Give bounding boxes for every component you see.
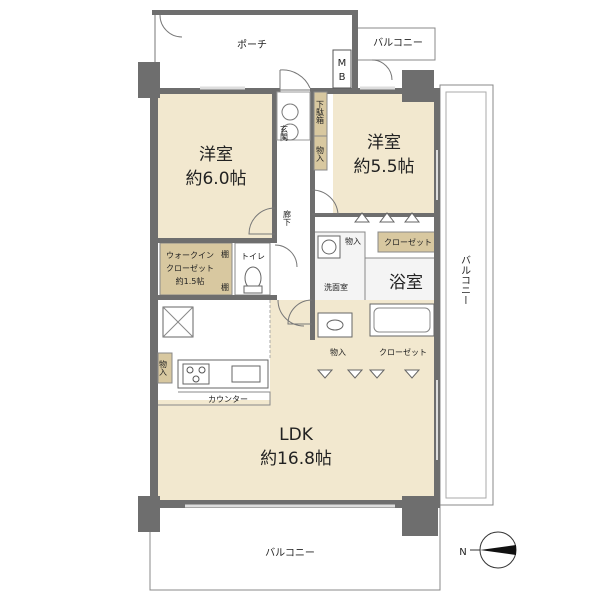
compass-label: N bbox=[459, 547, 466, 558]
label-closet1: クローゼット bbox=[384, 237, 432, 247]
label-mb-b: B bbox=[339, 72, 346, 83]
wall-porch-right bbox=[352, 10, 358, 90]
label-washroom: 洗面室 bbox=[324, 282, 348, 292]
label-western1-name: 洋室 bbox=[199, 145, 233, 165]
label-storage-small: 物入 bbox=[345, 236, 361, 246]
label-balcony-right: バルコニー bbox=[459, 255, 471, 305]
compass bbox=[470, 531, 517, 569]
western1-door bbox=[248, 207, 276, 235]
label-entrance: 玄関 bbox=[280, 124, 289, 142]
label-hallway: 廊下 bbox=[283, 209, 292, 227]
label-walkin-3: 約1.5帖 bbox=[176, 276, 205, 286]
balcony-right-area bbox=[439, 84, 494, 506]
label-balcony-bottom: バルコニー bbox=[265, 547, 315, 559]
label-bathroom: 浴室 bbox=[389, 273, 423, 293]
wall-hall-left bbox=[272, 92, 277, 240]
closet-doors-ldk bbox=[316, 369, 421, 379]
stove bbox=[182, 363, 210, 385]
washroom-door bbox=[287, 299, 313, 325]
porch-door bbox=[159, 14, 183, 38]
pillar-tl bbox=[138, 62, 160, 98]
wall-left bbox=[150, 88, 158, 508]
label-storage-entry: 物入 bbox=[316, 145, 325, 162]
entrance-shoes bbox=[281, 103, 299, 141]
wall-toilet-bottom bbox=[155, 295, 277, 300]
washing-machine bbox=[317, 235, 341, 259]
storage-entry-box bbox=[313, 135, 328, 171]
ldk-right-floor bbox=[300, 340, 440, 505]
label-balcony-top: バルコニー bbox=[373, 37, 423, 49]
label-ldk-name: LDK bbox=[279, 425, 314, 445]
sink bbox=[231, 365, 261, 383]
label-western2-name: 洋室 bbox=[367, 133, 401, 153]
pillar-tr bbox=[402, 70, 434, 102]
label-walkin-2: クローゼット bbox=[166, 263, 214, 273]
label-shelf-2: 棚 bbox=[221, 282, 229, 292]
closet-doors-room2 bbox=[353, 212, 421, 223]
pillar-bl bbox=[138, 496, 160, 532]
entrance-step bbox=[276, 91, 311, 141]
wall-bottom bbox=[150, 500, 440, 508]
toilet-tank bbox=[243, 285, 263, 294]
label-closet2: クローゼット bbox=[379, 347, 427, 357]
label-shoe-box: 下駄箱 bbox=[316, 100, 325, 125]
wall-mid-horizontal bbox=[155, 238, 277, 243]
label-storage2: 物入 bbox=[330, 347, 346, 357]
balcony-right-inner bbox=[445, 91, 487, 499]
balcony-top-door bbox=[371, 59, 393, 81]
bathtub bbox=[369, 303, 435, 337]
wall-porch-top bbox=[152, 10, 358, 15]
pillar-br bbox=[402, 496, 438, 536]
wall-top-left bbox=[150, 88, 280, 94]
mb-box bbox=[332, 49, 352, 89]
label-western1-size: 約6.0帖 bbox=[185, 169, 246, 189]
windows bbox=[185, 86, 438, 508]
label-toilet: トイレ bbox=[241, 252, 265, 261]
label-storage-kitchen: 物入 bbox=[159, 359, 168, 376]
hall-door bbox=[277, 299, 305, 327]
label-walkin-1: ウォークイン bbox=[166, 251, 214, 260]
wall-room2-bottom bbox=[313, 213, 438, 217]
vanity bbox=[317, 312, 353, 338]
wall-right bbox=[434, 88, 440, 508]
toilet-door bbox=[274, 244, 298, 268]
porch-area bbox=[154, 11, 356, 91]
western2-door bbox=[311, 189, 339, 215]
label-shelf-1: 棚 bbox=[221, 249, 229, 259]
counter-line bbox=[158, 391, 271, 406]
western-room-1-floor bbox=[155, 92, 277, 240]
label-porch: ポーチ bbox=[237, 39, 267, 51]
balcony-top-area bbox=[354, 27, 436, 61]
western-room-2-floor bbox=[333, 92, 440, 214]
front-door bbox=[279, 69, 311, 92]
label-ldk-size: 約16.8帖 bbox=[260, 449, 332, 469]
label-counter: カウンター bbox=[208, 395, 248, 404]
label-mb: M bbox=[338, 58, 347, 69]
wall-hall-right bbox=[310, 92, 315, 340]
label-western2-size: 約5.5帖 bbox=[353, 157, 414, 177]
storage-kitchen-box bbox=[157, 352, 173, 384]
wall-top-right bbox=[310, 88, 440, 94]
